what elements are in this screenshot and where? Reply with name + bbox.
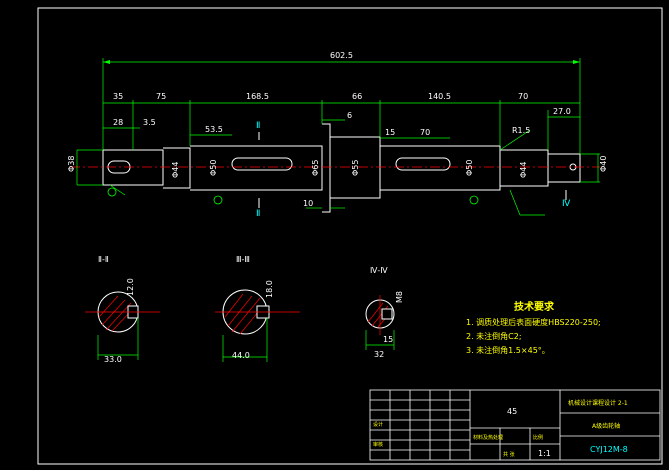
datum-markers [107,187,479,205]
dim-6: 6 [347,111,352,120]
title-label-design: 设计 [373,421,383,428]
dim-168: 168.5 [246,92,269,101]
title-name: A级齿轮轴 [592,422,620,430]
dim-3-5: 3.5 [143,118,156,127]
section-2-width: 44.0 [232,351,250,360]
dim-15: 15 [385,128,395,137]
dia-40: Φ40 [599,156,608,172]
tech-line-2: 2. 未注倒角C2; [466,331,522,341]
dia-50b: Φ50 [465,160,474,176]
dim-140: 140.5 [428,92,451,101]
dim-35: 35 [113,92,123,101]
section-1-side: 12.0 [126,278,135,296]
section-3 [365,295,395,350]
section-mark-top: Ⅱ [256,121,260,131]
dim-70: 70 [518,92,528,101]
drawing-frame [37,7,663,465]
dim-70b: 70 [420,128,430,137]
title-material: 45 [507,407,517,416]
title-label-check: 审核 [373,441,383,448]
dim-53: 53.5 [205,125,223,134]
dim-66: 66 [352,92,362,101]
title-label-mat: 材料及热处理 [473,434,503,441]
arrowheads [103,60,580,64]
section-1-label: Ⅱ-Ⅱ [98,255,109,264]
section-3-dim-b: 32 [374,350,384,359]
dim-75: 75 [156,92,166,101]
section-2-label: Ⅲ-Ⅲ [236,255,250,264]
dia-44b: Φ44 [519,162,528,178]
title-scale: 1:1 [538,449,551,458]
section-2-side: 18.0 [265,280,274,298]
title-sheet: 共 张 [503,451,515,458]
section-3-label: Ⅳ-Ⅳ [370,266,388,275]
dim-10: 10 [303,199,313,208]
dia-50a: Φ50 [209,160,218,176]
section-2 [215,289,300,362]
section-marks [258,132,567,208]
tech-title: 技术要求 [514,300,555,313]
title-company: 机械设计课程设计 2-1 [568,399,628,407]
dimension-lines [76,58,600,216]
dim-27: 27.0 [553,107,571,116]
dia-38: Φ38 [67,156,76,172]
dia-55: Φ55 [351,160,360,176]
section-1-width: 33.0 [104,355,122,364]
tech-line-1: 1. 调质处理后表面硬度HBS220-250; [466,317,601,327]
title-block [369,389,661,461]
section-mark-bottom: Ⅱ [256,209,260,219]
tech-line-3: 3. 未注倒角1.5×45°。 [466,345,550,355]
shaft-outline [102,123,581,213]
dim-28: 28 [113,118,123,127]
section-1 [85,291,160,360]
section-3-side: M8 [395,291,404,303]
dim-overall: 602.5 [330,51,353,60]
title-label-scale: 比例 [533,434,543,441]
section-3-dim-a: 15 [383,335,393,344]
title-drawing-no: CYJ12M-8 [590,445,628,454]
dia-44a: Φ44 [171,162,180,178]
section-mark-right: Ⅳ [562,199,571,209]
dia-65: Φ65 [311,160,320,176]
dim-r15: R1.5 [512,126,530,135]
